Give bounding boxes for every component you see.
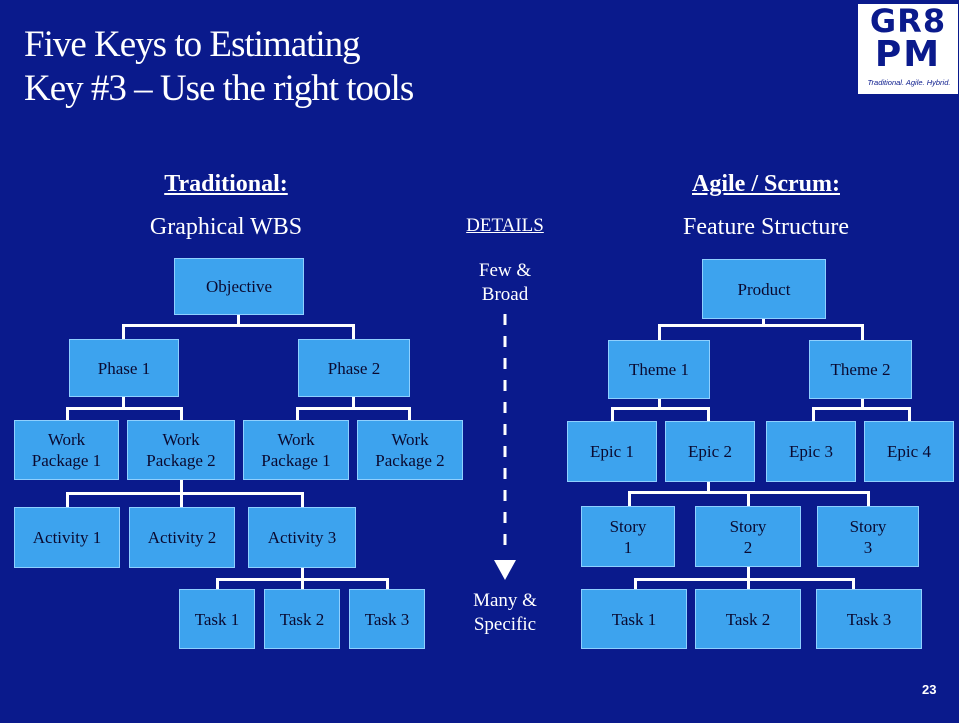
wbs-connector bbox=[301, 578, 304, 590]
wbs-connector bbox=[296, 407, 410, 410]
feature-connector bbox=[611, 407, 710, 410]
feature-connector bbox=[658, 324, 661, 341]
feature-epic-box: Epic 3 bbox=[766, 421, 856, 482]
feature-structure-label: Feature Structure bbox=[683, 214, 849, 240]
wbs-task-box: Task 1 bbox=[179, 589, 255, 649]
wbs-connector bbox=[122, 324, 354, 327]
wbs-activity-box: Activity 3 bbox=[248, 507, 356, 568]
wbs-activity-box: Activity 1 bbox=[14, 507, 120, 568]
feature-story-box: Story 2 bbox=[695, 506, 801, 567]
feature-epic-box: Epic 4 bbox=[864, 421, 954, 482]
feature-task-box: Task 3 bbox=[816, 589, 922, 649]
feature-theme-box: Theme 2 bbox=[809, 340, 912, 399]
wbs-task-box: Task 2 bbox=[264, 589, 340, 649]
feature-connector bbox=[812, 407, 911, 410]
many-specific-label: Many & Specific bbox=[473, 590, 537, 635]
feature-connector bbox=[762, 318, 765, 327]
feature-connector bbox=[812, 407, 815, 422]
wbs-connector bbox=[301, 492, 304, 508]
wbs-connector bbox=[352, 396, 355, 409]
feature-task-box: Task 2 bbox=[695, 589, 801, 649]
wbs-objective-box: Objective bbox=[174, 258, 304, 315]
wbs-connector bbox=[237, 314, 240, 326]
traditional-heading: Traditional: bbox=[164, 171, 288, 197]
feature-connector bbox=[867, 491, 870, 507]
feature-theme-box: Theme 1 bbox=[608, 340, 710, 399]
wbs-connector bbox=[66, 407, 182, 410]
wbs-activity-box: Activity 2 bbox=[129, 507, 235, 568]
feature-epic-box: Epic 2 bbox=[665, 421, 755, 482]
feature-connector bbox=[658, 398, 661, 409]
logo-tagline: Traditional. Agile. Hybrid. bbox=[867, 78, 951, 87]
detail-arrow-head bbox=[494, 560, 516, 580]
wbs-connector bbox=[180, 479, 183, 494]
wbs-connector bbox=[408, 407, 411, 421]
logo-text-gr8: GR8 bbox=[869, 2, 947, 40]
feature-connector bbox=[634, 578, 637, 590]
wbs-connector bbox=[301, 567, 304, 580]
feature-connector bbox=[861, 398, 864, 409]
slide-title: Five Keys to Estimating bbox=[24, 24, 361, 65]
wbs-connector bbox=[180, 492, 183, 508]
details-label: DETAILS bbox=[466, 215, 544, 236]
wbs-task-box: Task 3 bbox=[349, 589, 425, 649]
wbs-work-package-box: Work Package 2 bbox=[127, 420, 235, 480]
feature-connector bbox=[707, 407, 710, 422]
feature-product-box: Product bbox=[702, 259, 826, 319]
feature-story-box: Story 1 bbox=[581, 506, 675, 567]
feature-epic-box: Epic 1 bbox=[567, 421, 657, 482]
wbs-connector bbox=[296, 407, 299, 421]
wbs-connector bbox=[180, 407, 183, 421]
feature-connector bbox=[634, 578, 854, 581]
few-broad-label: Few & Broad bbox=[478, 260, 532, 305]
feature-connector bbox=[861, 324, 864, 341]
feature-connector bbox=[747, 578, 750, 590]
feature-connector bbox=[908, 407, 911, 422]
logo-text-pm: PM bbox=[874, 34, 942, 75]
detail-arrow bbox=[494, 314, 516, 580]
wbs-connector bbox=[122, 396, 125, 409]
feature-story-box: Story 3 bbox=[817, 506, 919, 567]
gr8pm-logo: GR8 PM Traditional. Agile. Hybrid. bbox=[858, 2, 958, 94]
wbs-connector bbox=[66, 492, 69, 508]
wbs-work-package-box: Work Package 1 bbox=[243, 420, 349, 480]
feature-connector bbox=[658, 324, 864, 327]
feature-connector bbox=[628, 491, 631, 507]
wbs-connector bbox=[66, 492, 303, 495]
wbs-connector bbox=[216, 578, 219, 590]
agile-scrum-heading: Agile / Scrum: bbox=[692, 171, 840, 197]
wbs-connector bbox=[352, 324, 355, 340]
wbs-work-package-box: Work Package 2 bbox=[357, 420, 463, 480]
feature-connector bbox=[611, 407, 614, 422]
feature-task-box: Task 1 bbox=[581, 589, 687, 649]
wbs-work-package-box: Work Package 1 bbox=[14, 420, 119, 480]
wbs-phase-box: Phase 2 bbox=[298, 339, 410, 397]
wbs-connector bbox=[66, 407, 69, 421]
graphical-wbs-label: Graphical WBS bbox=[149, 214, 303, 240]
page-number: 23 bbox=[922, 682, 937, 697]
wbs-phase-box: Phase 1 bbox=[69, 339, 179, 397]
slide-subtitle: Key #3 – Use the right tools bbox=[24, 68, 414, 109]
feature-connector bbox=[852, 578, 855, 590]
feature-connector bbox=[747, 491, 750, 507]
wbs-connector bbox=[386, 578, 389, 590]
feature-connector bbox=[747, 566, 750, 580]
wbs-connector bbox=[122, 324, 125, 340]
feature-connector bbox=[707, 481, 710, 493]
